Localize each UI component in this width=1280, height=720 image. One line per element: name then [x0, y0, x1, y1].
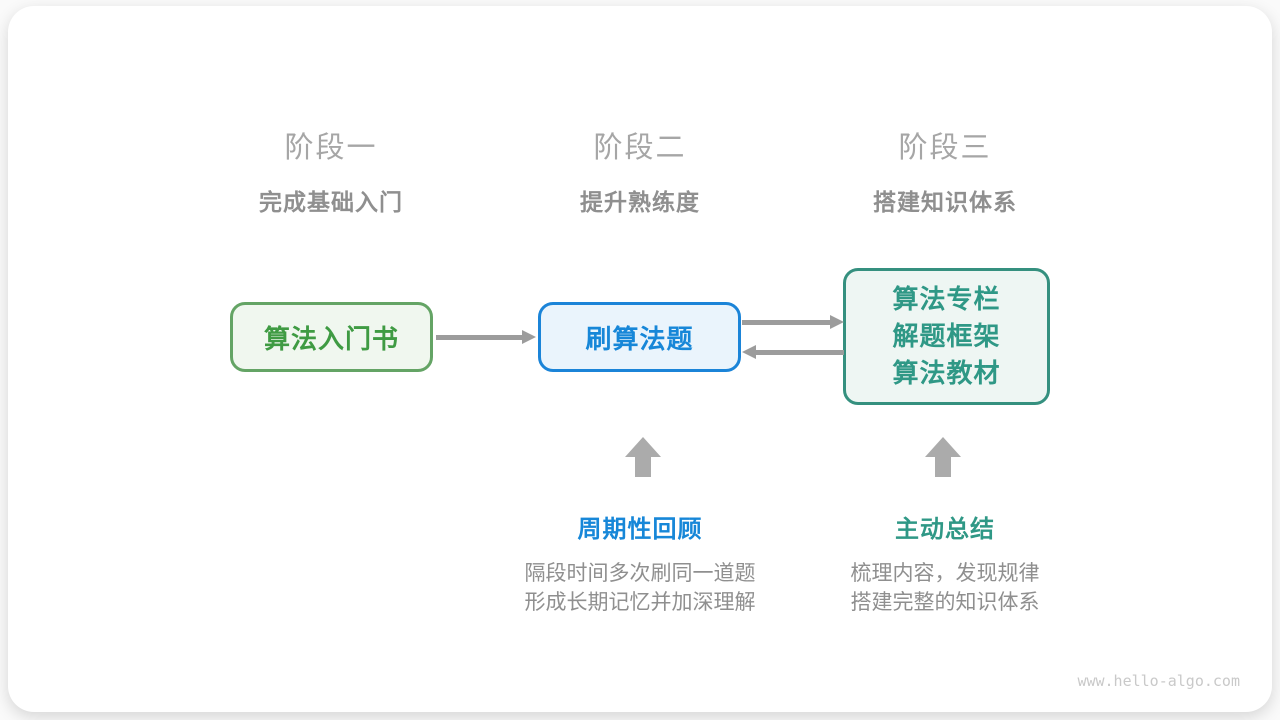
stage-3-title: 阶段三 [898, 132, 992, 164]
stage-3-header: 阶段三 搭建知识体系 [795, 124, 1095, 217]
annotation-summary-title: 主动总结 [895, 516, 995, 543]
stage-1-subtitle: 完成基础入门 [259, 189, 403, 215]
annotation-review-desc-line-1: 隔段时间多次刷同一道题 [524, 562, 756, 585]
node-advanced-line-1: 算法专栏 [892, 284, 1001, 314]
stage-1-title: 阶段一 [284, 132, 378, 164]
node-intro-book: 算法入门书 [230, 302, 433, 372]
arrow-left-icon [742, 345, 844, 359]
annotation-summary-desc: 梳理内容，发现规律 搭建完整的知识体系 [765, 559, 1125, 617]
arrow-head-left-icon [742, 345, 756, 359]
arrow-head-right-icon [522, 330, 536, 344]
annotation-summary-desc-line-2: 搭建完整的知识体系 [850, 591, 1040, 614]
up-arrow-head [925, 437, 961, 457]
arrow-right-icon [436, 330, 536, 344]
arrow-shaft [742, 319, 832, 325]
arrow-right-icon [742, 315, 844, 329]
up-arrow-head [625, 437, 661, 457]
node-practice-problems: 刷算法题 [538, 302, 741, 372]
annotation-review-title: 周期性回顾 [577, 516, 703, 543]
annotation-review-desc: 隔段时间多次刷同一道题 形成长期记忆并加深理解 [460, 559, 820, 617]
stage-2-title: 阶段二 [593, 132, 687, 164]
up-arrow-stem [635, 457, 651, 477]
stage-1-header: 阶段一 完成基础入门 [181, 124, 481, 217]
node-advanced-resources: 算法专栏 解题框架 算法教材 [843, 268, 1050, 405]
arrow-shaft [436, 334, 524, 340]
up-arrow-icon [625, 437, 661, 477]
annotation-summary-desc-line-1: 梳理内容，发现规律 [850, 562, 1040, 585]
node-advanced-line-2: 解题框架 [892, 321, 1001, 351]
arrow-shaft [754, 349, 844, 355]
node-advanced-line-3: 算法教材 [892, 358, 1001, 388]
stage-2-subtitle: 提升熟练度 [580, 189, 700, 215]
watermark: www.hello-algo.com [1077, 672, 1240, 690]
annotation-review-desc-line-2: 形成长期记忆并加深理解 [524, 591, 756, 614]
arrow-head-right-icon [830, 315, 844, 329]
stage-2-header: 阶段二 提升熟练度 [490, 124, 790, 217]
up-arrow-icon [925, 437, 961, 477]
stage-3-subtitle: 搭建知识体系 [873, 189, 1017, 215]
up-arrow-stem [935, 457, 951, 477]
